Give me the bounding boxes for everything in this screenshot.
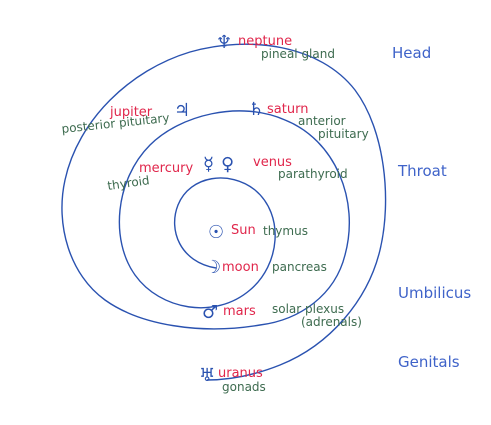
planet-label-jupiter: jupiter bbox=[109, 105, 153, 120]
venus-icon: ♀ bbox=[221, 154, 234, 175]
region-label-umbilicus: Umbilicus bbox=[398, 284, 471, 302]
gland-label-solar-plexus: solar plexus bbox=[272, 302, 344, 316]
planet-label-uranus: uranus bbox=[218, 366, 263, 381]
jupiter-icon: ♃ bbox=[174, 100, 190, 121]
gland-label-pineal: pineal gland bbox=[261, 47, 335, 61]
region-label-throat: Throat bbox=[397, 162, 447, 180]
gland-label-anterior: anterior bbox=[298, 114, 346, 128]
gland-label-gonads: gonads bbox=[222, 380, 266, 394]
mercury-icon: ☿ bbox=[203, 154, 214, 175]
mars-icon: ♂ bbox=[202, 302, 218, 323]
planet-label-moon: moon bbox=[222, 260, 259, 275]
moon-icon: ☽ bbox=[205, 257, 221, 278]
gland-label-thymus: thymus bbox=[263, 224, 308, 238]
neptune-icon: ♆ bbox=[216, 32, 232, 53]
gland-label-parathyroid: parathyroid bbox=[278, 167, 348, 181]
spiral-path bbox=[61, 43, 387, 381]
sun-icon: ☉ bbox=[208, 222, 224, 243]
uranus-icon: ♅ bbox=[199, 365, 215, 386]
gland-label-thyroid: thyroid bbox=[106, 173, 150, 193]
gland-label-pancreas: pancreas bbox=[272, 260, 327, 274]
gland-label-pituitary: pituitary bbox=[318, 127, 369, 141]
planet-label-sun: Sun bbox=[231, 223, 256, 238]
planet-label-mars: mars bbox=[223, 304, 256, 319]
planet-label-saturn: saturn bbox=[267, 102, 308, 117]
saturn-icon: ♄ bbox=[248, 99, 264, 120]
gland-label-adrenals: (adrenals) bbox=[301, 315, 362, 329]
region-label-head: Head bbox=[392, 44, 431, 62]
region-label-genitals: Genitals bbox=[398, 353, 460, 371]
planet-label-neptune: neptune bbox=[238, 34, 292, 49]
planet-label-venus: venus bbox=[253, 155, 292, 170]
planet-label-mercury: mercury bbox=[139, 161, 193, 176]
